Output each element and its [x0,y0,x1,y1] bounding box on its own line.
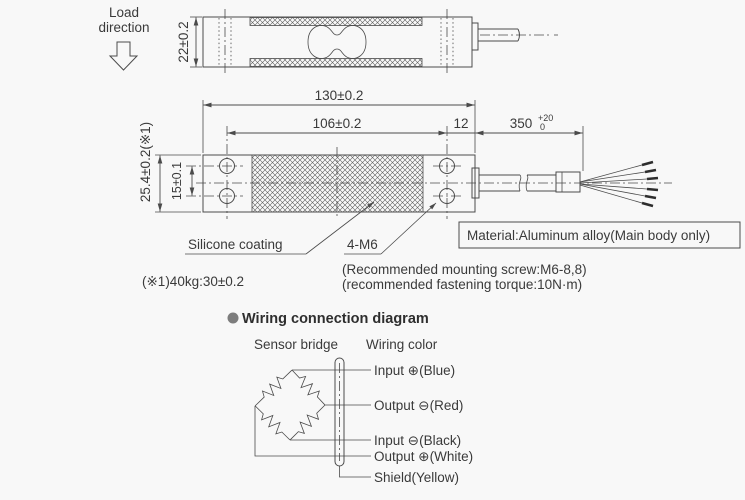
cable-side-view [471,22,558,51]
bullet-icon [227,312,239,324]
wire-label-shield: Shield(Yellow) [374,470,459,485]
dim-350-tol-bottom: 0 [540,122,545,132]
load-direction-line1: Load [109,5,139,20]
wire-label-output-plus: Output ⊕(White) [374,449,473,464]
dim-25-4-label: 25.4±0.2(※1) [138,122,153,202]
note-mounting-screw: (Recommended mounting screw:M6-8,8) [342,262,587,277]
wire-fan [579,160,659,208]
material-label: Material:Aluminum alloy(Main body only) [467,228,710,243]
m6-label: 4-M6 [347,237,378,252]
wiring-diagram: Wiring connection diagram Sensor bridge … [227,311,473,485]
wire-label-input-plus: Input ⊕(Blue) [374,363,455,378]
note-fastening-torque: (recommended fastening torque:10N·m) [342,277,582,292]
silicone-coating-label: Silicone coating [188,237,283,252]
dim-12-label: 12 [453,116,468,131]
silicone-coating-area [251,154,424,213]
cable-plan-view [471,160,659,208]
callouts: Silicone coating 4-M6 Material:Aluminum … [142,201,741,292]
plan-view [186,126,672,219]
dim-22-label: 22±0.2 [176,21,191,62]
dogbone-cutout [307,25,367,59]
sensor-bridge-label: Sensor bridge [254,337,338,352]
dim-15-label: 15±0.1 [170,162,184,200]
dim-350-tol-top: +20 [538,113,553,123]
dim-350-label: 350 [510,116,533,131]
load-direction: Load direction [98,5,150,71]
dim-106-label: 106±0.2 [313,116,362,131]
dim-130-label: 130±0.2 [315,88,364,103]
bridge-wires [254,369,371,478]
wiring-color-label: Wiring color [366,337,438,352]
dim-22: 22±0.2 [176,16,202,68]
wiring-heading: Wiring connection diagram [242,311,429,327]
side-view [202,9,558,76]
wheatstone-bridge [254,369,326,441]
wire-label-output-minus: Output ⊖(Red) [374,398,463,413]
load-direction-line2: direction [98,20,149,35]
note-40kg: (※1)40kg:30±0.2 [142,274,244,289]
material-box [458,221,741,249]
wire-label-input-minus: Input ⊖(Black) [374,433,461,448]
dimensions: 130±0.2 106±0.2 12 350 +20 0 25.4±0.2(※1… [138,88,584,213]
down-arrow-icon [108,41,139,71]
